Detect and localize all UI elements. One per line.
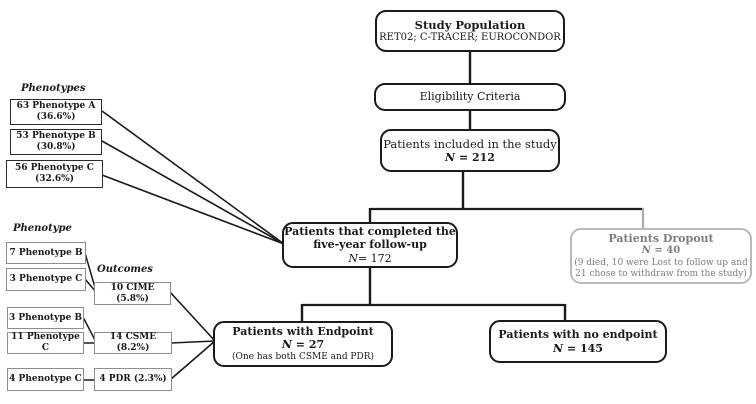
outcome-csme-box: 14 CSME (8.2%) <box>94 332 172 354</box>
phenotype-b-box: 53 Phenotype B (30.8%) <box>10 129 102 155</box>
patients-dropout-note2: 21 chose to withdraw from the study) <box>575 268 747 279</box>
patients-endpoint-box: Patients with Endpoint N = 27 (One has b… <box>213 321 393 367</box>
phenotype-c-percent: (32.6%) <box>35 174 74 184</box>
outcomes-label: Outcomes <box>97 264 153 275</box>
patients-dropout-title: Patients Dropout <box>608 231 714 245</box>
outcome-pdr-box: 4 PDR (2.3%) <box>94 368 172 391</box>
patients-included-title: Patients included in the study <box>383 136 557 151</box>
completed-followup-line2: five-year follow-up <box>313 238 427 252</box>
patients-included-box: Patients included in the study N = 212 <box>380 129 560 172</box>
line-phA-completed <box>101 110 285 245</box>
phenotype-a-count: 63 Phenotype A <box>16 101 96 112</box>
phenotype-11c-text: 11 Phenotype C <box>11 332 80 353</box>
patients-endpoint-note: (One has both CSME and PDR) <box>231 351 374 362</box>
patients-dropout-n: N = 40 <box>641 245 681 257</box>
outcome-cime-text: 10 CIME (5.8%) <box>110 282 155 304</box>
phenotype-7b-text: 7 Phenotype B <box>9 247 83 258</box>
outcome-csme-text: 14 CSME (8.2%) <box>109 332 157 353</box>
line-phC-completed <box>101 174 285 245</box>
phenotype-3c-text: 3 Phenotype C <box>9 274 83 285</box>
phenotypes-label: Phenotypes <box>21 83 86 94</box>
patients-included-n: N = 212 <box>445 150 495 164</box>
outcome-cime-box: 10 CIME (5.8%) <box>94 282 171 305</box>
patients-dropout-note1: (9 died, 10 were Lost to follow up and <box>574 257 748 268</box>
patients-no-endpoint-title: Patients with no endpoint <box>498 328 658 342</box>
study-population-box: Study Population RET02; C-TRACER; EUROCO… <box>375 10 565 52</box>
phenotype-11c-box: 11 Phenotype C <box>7 332 84 354</box>
phenotype-a-percent: (36.6%) <box>36 112 76 122</box>
line-pdr-endpoint <box>170 340 216 380</box>
phenotype-3b-box: 3 Phenotype B <box>7 307 84 329</box>
eligibility-criteria-title: Eligibility Criteria <box>419 90 521 104</box>
phenotype-label: Phenotype <box>13 223 72 234</box>
phenotype-4c-box: 4 Phenotype C <box>7 368 84 391</box>
line-cime-endpoint <box>169 291 216 342</box>
line-phB-completed <box>101 140 285 245</box>
outcome-pdr-text: 4 PDR (2.3%) <box>99 374 167 385</box>
phenotype-4c-text: 4 Phenotype C <box>9 374 82 385</box>
study-population-subtitle: RET02; C-TRACER; EUROCONDOR <box>379 31 561 43</box>
line-csme-endpoint <box>170 340 216 344</box>
patients-endpoint-n: N = 27 <box>281 338 325 352</box>
completed-followup-n: N= 172 <box>348 251 392 265</box>
phenotype-7b-box: 7 Phenotype B <box>6 242 86 264</box>
phenotype-3b-text: 3 Phenotype B <box>8 312 83 323</box>
patients-no-endpoint-n: N = 145 <box>553 341 603 355</box>
phenotype-3c-box: 3 Phenotype C <box>6 268 86 291</box>
study-population-title: Study Population <box>414 17 526 32</box>
phenotype-b-count: 53 Phenotype B <box>16 131 96 142</box>
eligibility-criteria-box: Eligibility Criteria <box>374 83 566 111</box>
patients-endpoint-title: Patients with Endpoint <box>232 324 374 338</box>
phenotype-b-percent: (30.8%) <box>36 142 76 152</box>
phenotype-c-box: 56 Phenotype C (32.6%) <box>6 160 103 188</box>
completed-followup-line1: Patients that completed the <box>284 224 456 238</box>
phenotype-a-box: 63 Phenotype A (36.6%) <box>10 99 102 125</box>
phenotype-c-count: 56 Phenotype C <box>15 163 94 174</box>
patients-dropout-box: Patients Dropout N = 40 (9 died, 10 were… <box>570 228 752 284</box>
line-ph3B-csme <box>82 316 97 343</box>
patients-no-endpoint-box: Patients with no endpoint N = 145 <box>489 320 667 363</box>
completed-followup-box: Patients that completed the five-year fo… <box>282 222 458 268</box>
